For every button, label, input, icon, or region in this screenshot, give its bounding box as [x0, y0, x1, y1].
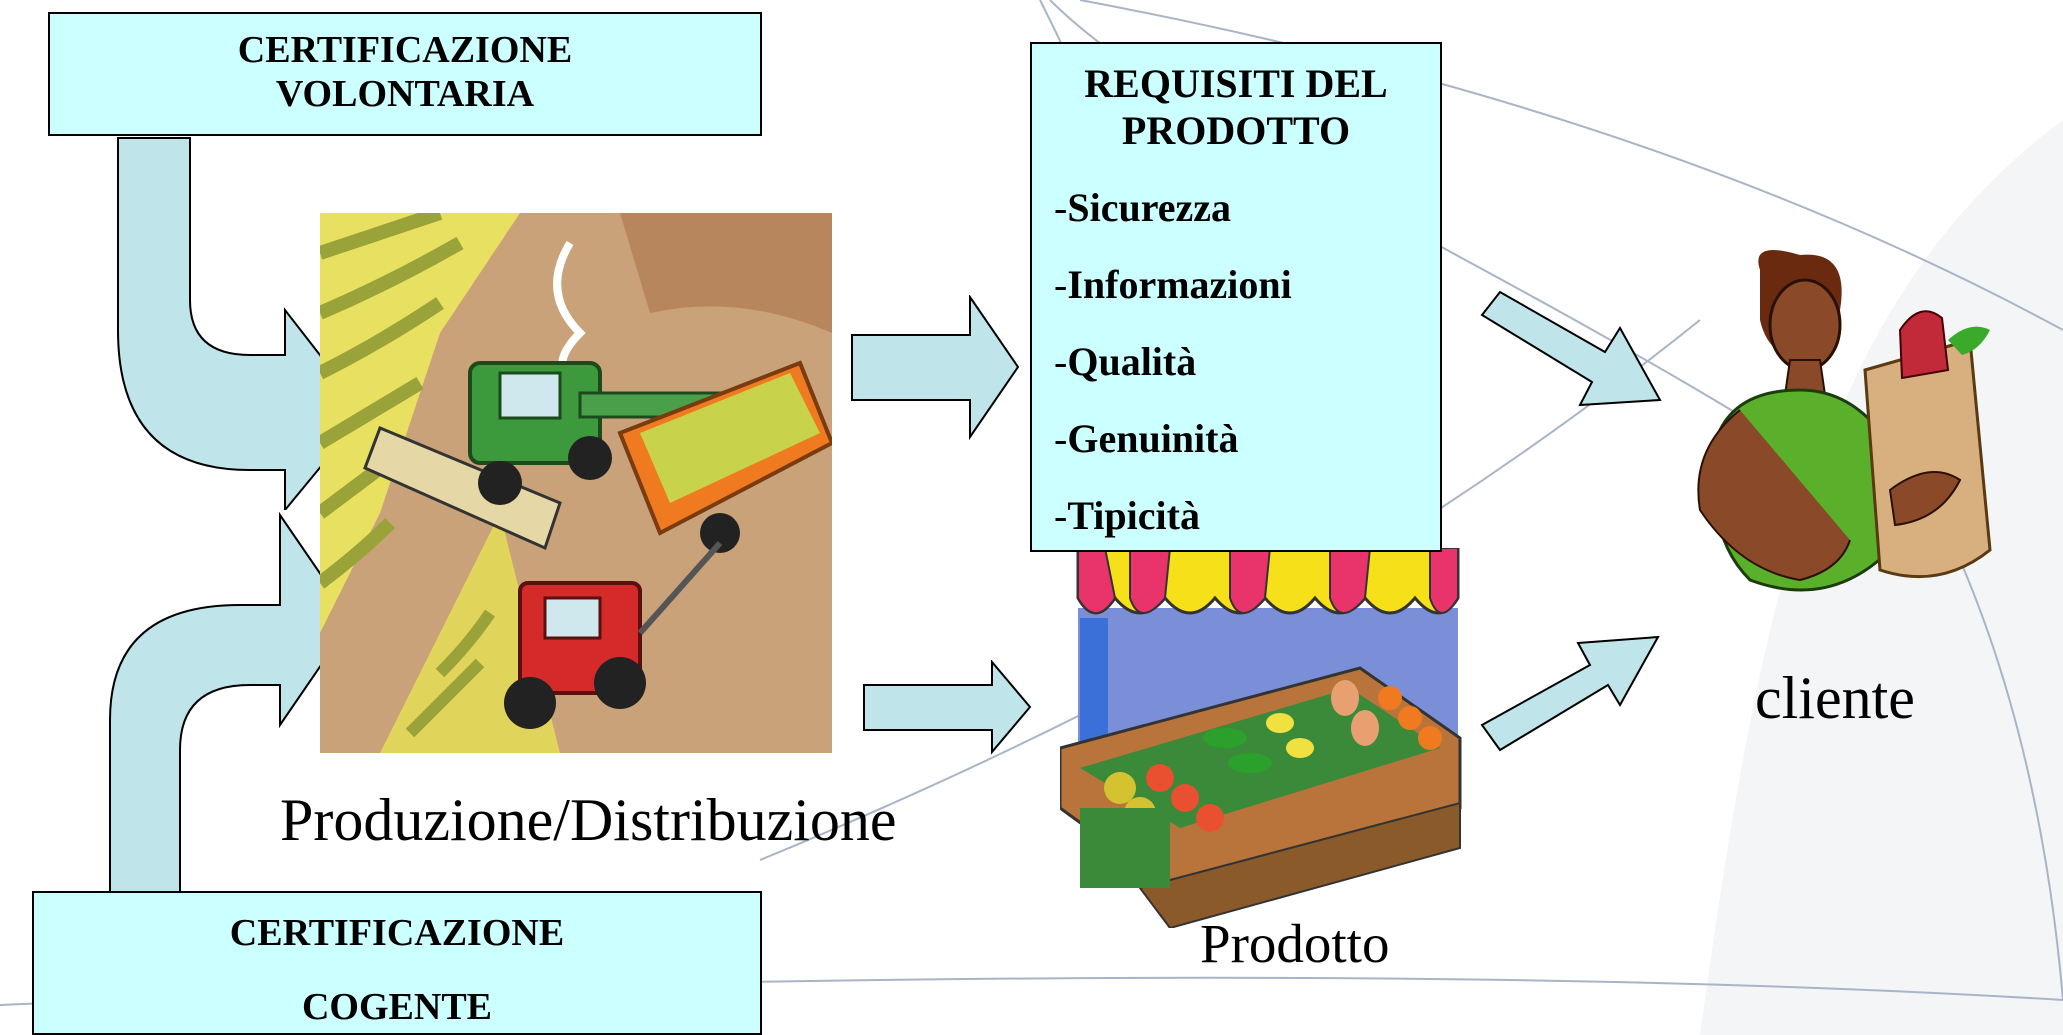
requisiti-title-line2: PRODOTTO [1121, 108, 1351, 153]
arrow-production-to-product [863, 660, 1032, 755]
requisiti-item: -Informazioni [1054, 262, 1292, 307]
cert-volontaria-line2: VOLONTARIA [275, 73, 535, 115]
market-stall-illustration [1060, 548, 1462, 928]
cliente-label: cliente [1755, 665, 1915, 731]
curved-arrow-volontaria [117, 137, 367, 510]
harvest-illustration [320, 213, 832, 753]
cert-cogente-box: CERTIFICAZIONE COGENTE [32, 891, 762, 1035]
curved-arrow-cogente [109, 511, 354, 900]
prodotto-label: Prodotto [1200, 913, 1390, 974]
arrow-product-to-cliente [1480, 635, 1660, 752]
requisiti-box: REQUISITI DEL PRODOTTO -Sicurezza -Infor… [1030, 42, 1442, 552]
cert-cogente-line1: CERTIFICAZIONE [229, 912, 565, 954]
requisiti-item: -Tipicità [1054, 493, 1200, 538]
requisiti-item: -Qualità [1054, 339, 1197, 384]
requisiti-item: -Genuinità [1054, 416, 1239, 461]
customer-illustration [1697, 250, 1992, 592]
requisiti-item: -Sicurezza [1054, 185, 1231, 230]
requisiti-title-line1: REQUISITI DEL [1084, 61, 1388, 106]
cert-volontaria-line1: CERTIFICAZIONE [237, 29, 573, 71]
arrow-requirements-to-cliente [1480, 290, 1662, 407]
cert-cogente-line2: COGENTE [301, 986, 493, 1028]
cert-volontaria-box: CERTIFICAZIONE VOLONTARIA [48, 12, 762, 136]
arrow-production-to-requirements [851, 295, 1020, 440]
produzione-label: Produzione/Distribuzione [280, 787, 897, 853]
